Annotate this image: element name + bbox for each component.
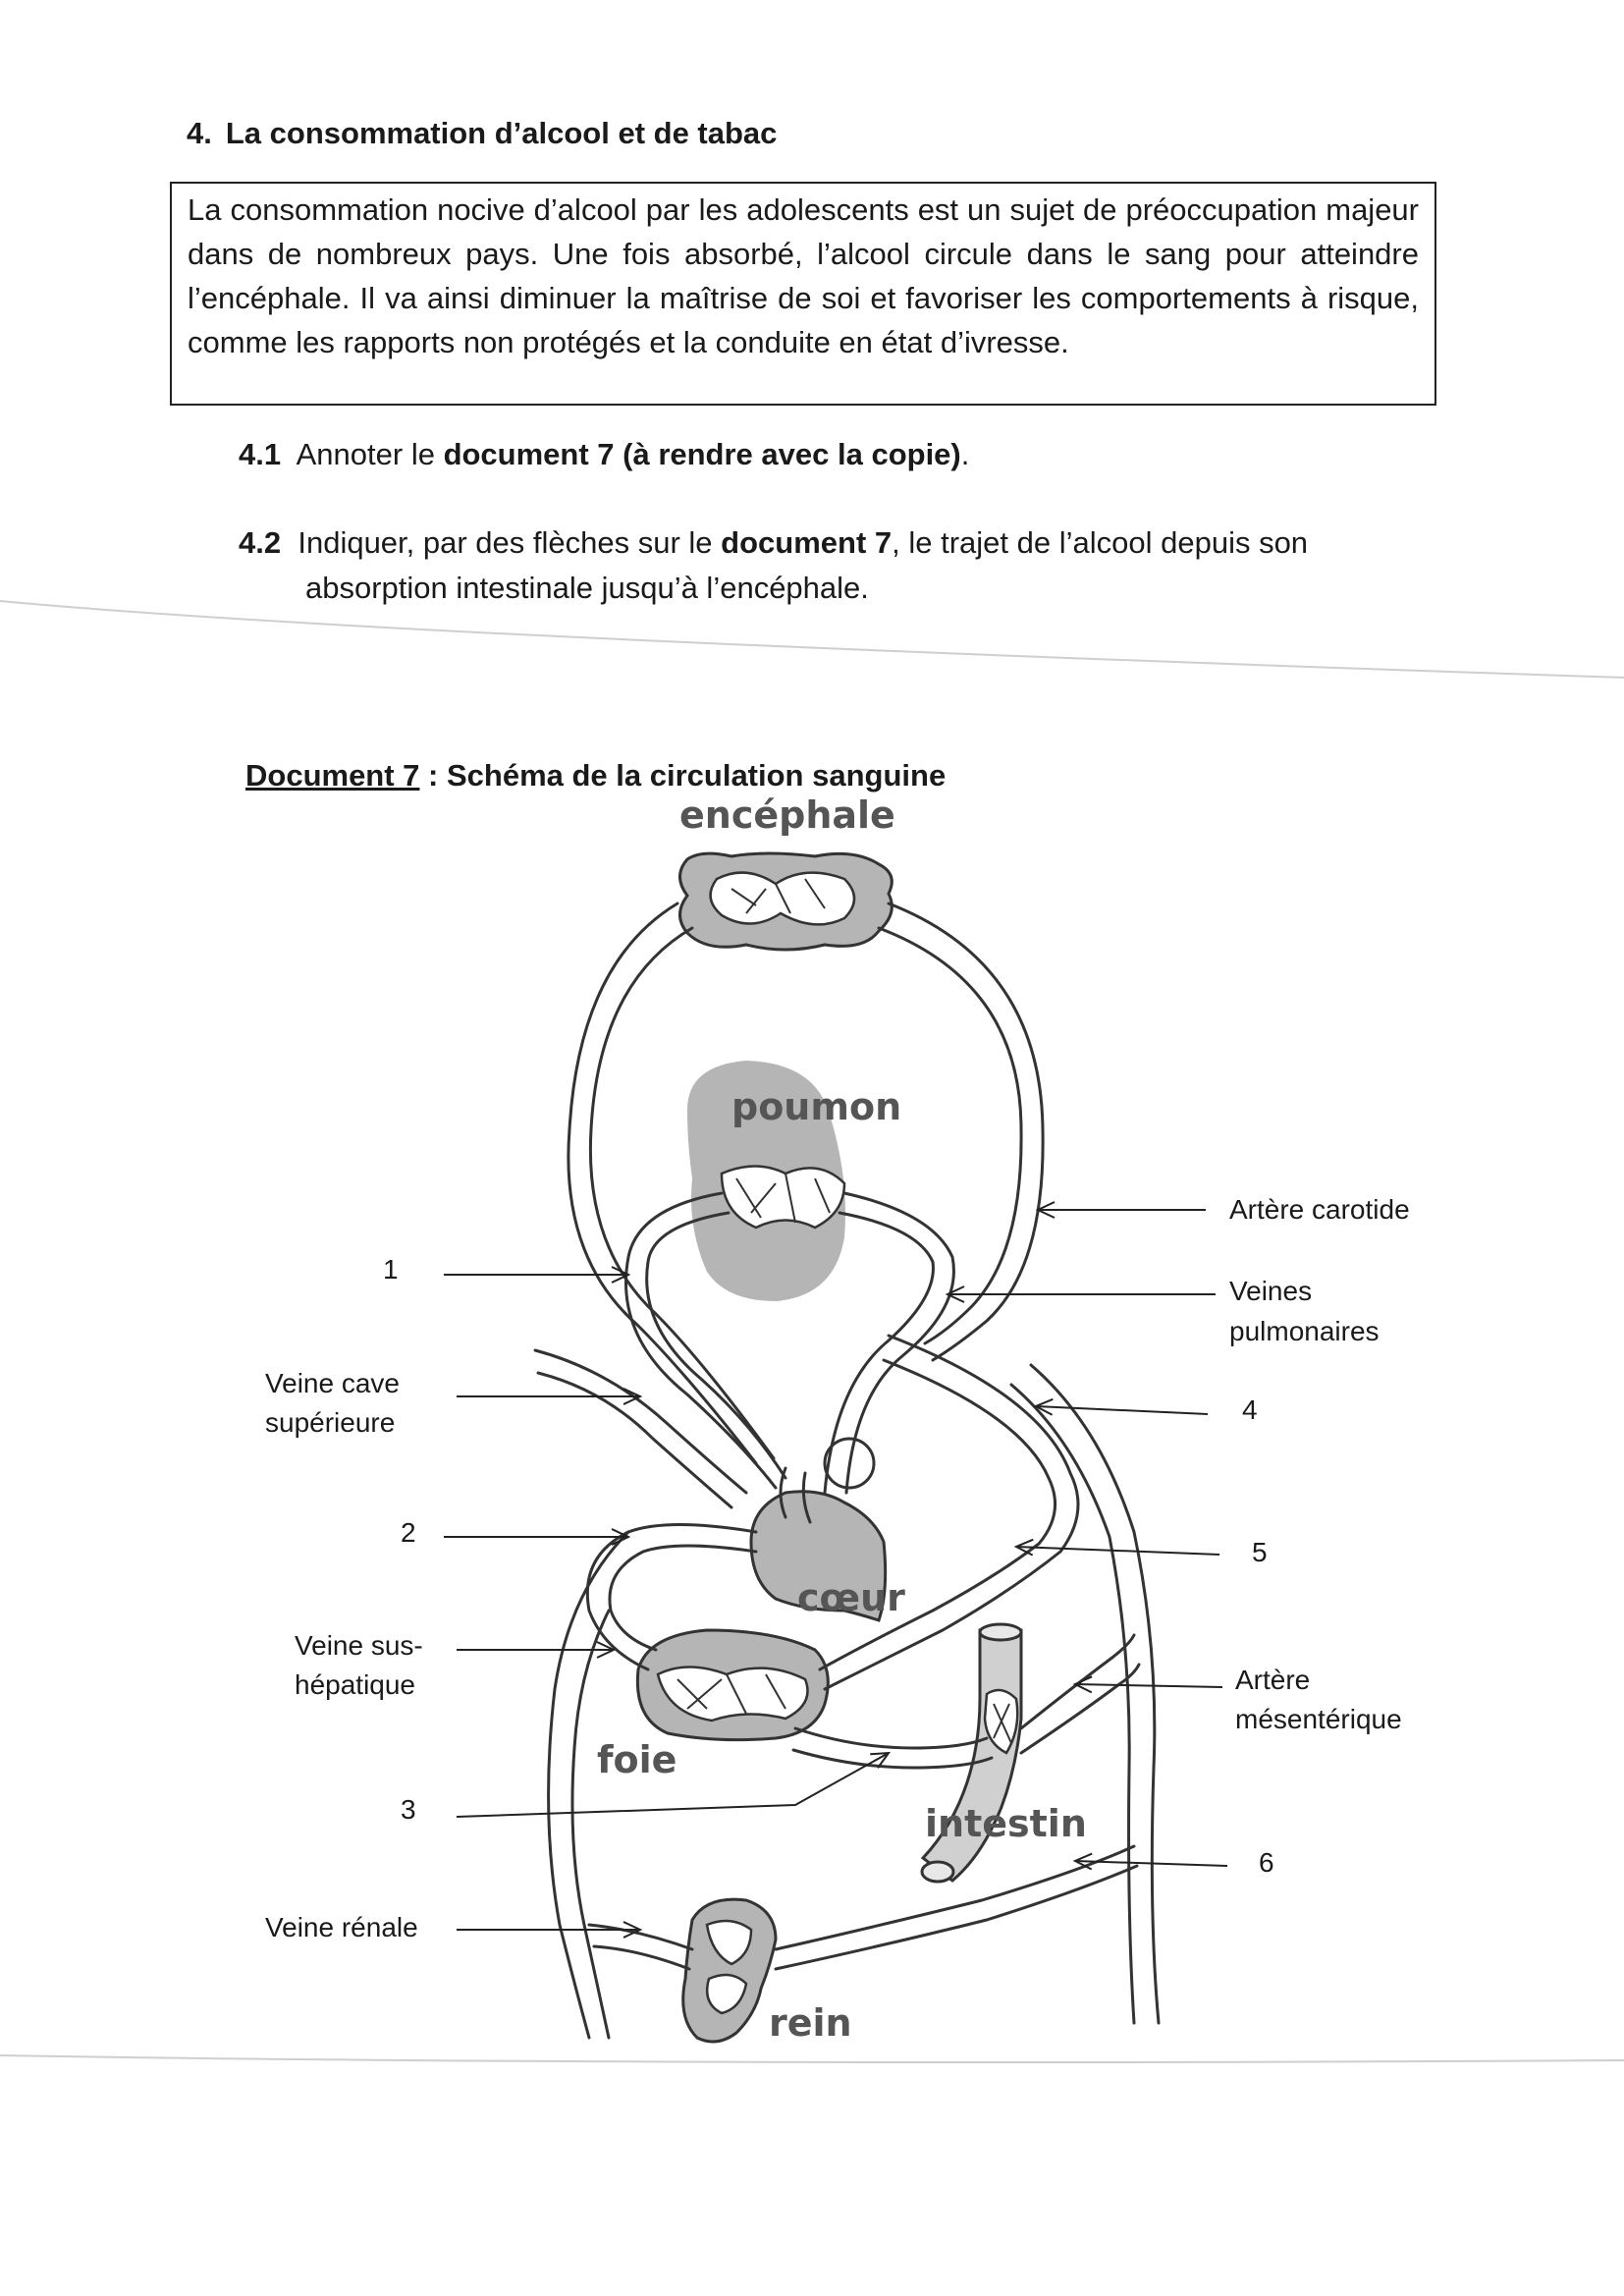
organ-label-intestin: intestin xyxy=(925,1802,1087,1845)
label-artere-carotide: Artère carotide xyxy=(1229,1189,1410,1230)
label-3: 3 xyxy=(401,1789,416,1831)
intestin-top xyxy=(980,1624,1021,1640)
label-veines-pulmonaires-1: Veines xyxy=(1229,1271,1312,1312)
organ-label-encephale: encéphale xyxy=(679,793,895,837)
label-2: 2 xyxy=(401,1512,416,1554)
organ-label-poumon: poumon xyxy=(731,1085,901,1128)
organ-label-foie: foie xyxy=(597,1738,677,1781)
label-5: 5 xyxy=(1252,1532,1268,1573)
label-4: 4 xyxy=(1242,1390,1258,1431)
organ-label-rein: rein xyxy=(769,2001,852,2045)
label-artere-mesenterique-1: Artère xyxy=(1235,1660,1310,1701)
organ-label-coeur: cœur xyxy=(797,1576,905,1619)
label-veines-pulmonaires-2: pulmonaires xyxy=(1229,1311,1380,1352)
label-veine-renale: Veine rénale xyxy=(265,1907,418,1948)
arrow-5 xyxy=(1016,1547,1219,1555)
label-veine-sus-1: Veine sus- xyxy=(295,1625,423,1667)
scan-edge-line xyxy=(0,2055,1624,2062)
scan-edge-line xyxy=(0,601,1624,678)
label-veine-cave-2: supérieure xyxy=(265,1402,395,1444)
intestin-bottom xyxy=(922,1862,953,1882)
blood-vessels xyxy=(535,903,1159,2038)
arrow-4 xyxy=(1036,1406,1208,1414)
label-6: 6 xyxy=(1259,1842,1274,1884)
label-artere-mesenterique-2: mésentérique xyxy=(1235,1699,1402,1740)
label-veine-cave-1: Veine cave xyxy=(265,1363,400,1404)
label-1: 1 xyxy=(383,1249,399,1290)
label-veine-sus-2: hépatique xyxy=(295,1665,415,1706)
arrow-artere-mesenterique xyxy=(1075,1684,1222,1687)
